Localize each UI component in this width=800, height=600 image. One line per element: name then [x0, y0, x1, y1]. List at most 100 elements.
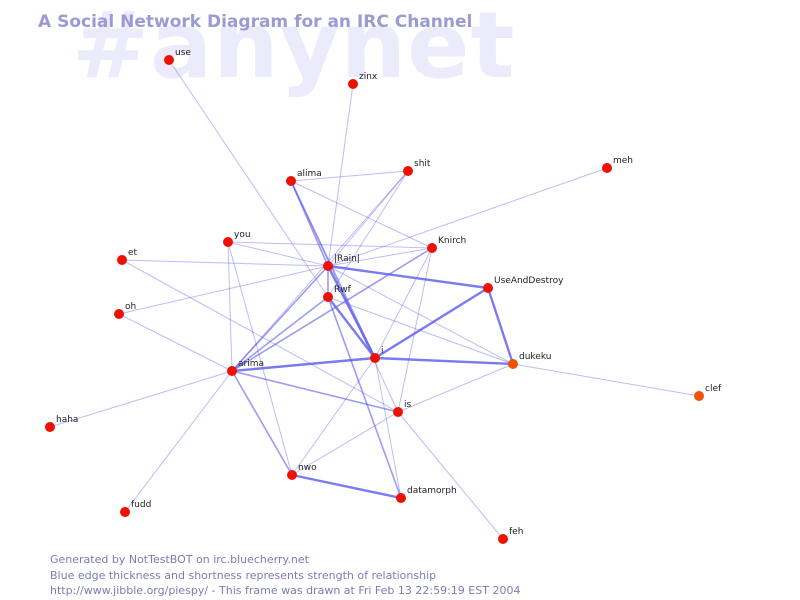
node-label: UseAndDestroy [494, 276, 564, 286]
node-dot [323, 292, 333, 302]
edge-i-datamorph [374, 357, 402, 499]
node-dot [286, 176, 296, 186]
edge-i-nwo [291, 357, 376, 476]
edge-nwo-datamorph [291, 473, 402, 500]
footer-legend-note: Blue edge thickness and shortness repres… [50, 569, 437, 582]
node-rwf: Rwf [323, 285, 352, 302]
edge-zinx-rain [327, 83, 354, 267]
edge-i-dukeku [374, 356, 514, 366]
edge-rain-useanddestroy [327, 264, 489, 290]
edge-dukeku-is [397, 363, 514, 413]
node-dot [227, 366, 237, 376]
node-dot [483, 283, 493, 293]
node-datamorph: datamorph [396, 486, 457, 503]
node-dot [508, 359, 518, 369]
edge-rwf-arima [231, 296, 329, 372]
node-i: i [370, 346, 384, 363]
node-knirch: Knirch [427, 236, 466, 253]
node-label: clef [705, 384, 722, 394]
node-dot [370, 353, 380, 363]
edge-you-rain [227, 241, 329, 267]
channel-watermark: #anynet [72, 0, 516, 99]
edge-shit-rain [327, 170, 409, 267]
diagram-title: A Social Network Diagram for an IRC Chan… [38, 12, 473, 32]
node-et: et [117, 248, 138, 265]
node-dot [393, 407, 403, 417]
node-dot [498, 534, 508, 544]
edge-i-arima [231, 356, 376, 373]
footer-generated-by: Generated by NotTestBOT on irc.bluecherr… [50, 553, 309, 566]
edge-you-arima [227, 241, 233, 372]
node-feh: feh [498, 527, 523, 544]
edge-is-nwo [291, 411, 399, 476]
node-dot [348, 79, 358, 89]
node-label: i [381, 346, 384, 356]
edge-is-feh [397, 411, 504, 540]
node-arima: arima [227, 359, 264, 376]
node-label: |Rain| [334, 254, 360, 264]
node-meh: meh [602, 156, 633, 173]
node-label: arima [238, 359, 264, 369]
node-dot [396, 493, 406, 503]
node-alima: alima [286, 169, 322, 186]
node-label: is [404, 400, 412, 410]
node-label: fudd [131, 500, 151, 510]
node-dot [114, 309, 124, 319]
node-label: Knirch [438, 236, 466, 246]
node-clef: clef [694, 384, 722, 401]
node-dot [287, 470, 297, 480]
node-label: Rwf [334, 285, 352, 295]
edge-useanddestroy-dukeku [486, 287, 515, 365]
edge-et-is [121, 259, 399, 413]
edge-use-rwf [168, 59, 329, 298]
edge-arima-is [231, 370, 399, 413]
node-dot [323, 261, 333, 271]
edge-you-knirch [227, 241, 433, 249]
node-label: you [234, 230, 251, 240]
node-label: nwo [298, 463, 317, 473]
edge-rwf-i [327, 296, 376, 359]
node-dot [45, 422, 55, 432]
node-haha: haha [45, 415, 78, 432]
node-label: datamorph [407, 486, 457, 496]
edge-oh-rain [118, 265, 329, 315]
node-rain: |Rain| [323, 254, 360, 271]
node-dukeku: dukeku [508, 352, 551, 369]
edge-rain-arima [231, 265, 329, 372]
node-use: use [164, 48, 191, 65]
node-dot [694, 391, 704, 401]
edges-layer [49, 59, 700, 540]
edge-knirch-rain [327, 247, 433, 267]
node-fudd: fudd [120, 500, 151, 517]
node-is: is [393, 400, 412, 417]
node-dot [403, 166, 413, 176]
edge-rain-i [326, 265, 377, 359]
node-label: oh [125, 302, 136, 312]
node-label: shit [414, 159, 431, 169]
node-label: et [128, 248, 138, 258]
edge-rwf-datamorph [327, 296, 402, 499]
edge-knirch-i [374, 247, 433, 359]
node-dot [117, 255, 127, 265]
node-useanddestroy: UseAndDestroy [483, 276, 564, 293]
edge-dukeku-clef [512, 363, 700, 397]
edge-et-rain [121, 259, 329, 267]
edge-knirch-is [397, 247, 433, 413]
node-dot [223, 237, 233, 247]
edge-oh-arima [118, 313, 233, 372]
edge-shit-rwf [327, 170, 409, 298]
node-dot [602, 163, 612, 173]
footer-timestamp: http://www.jibble.org/piespy/ - This fra… [50, 584, 521, 597]
node-zinx: zinx [348, 72, 378, 89]
edge-arima-nwo [231, 370, 293, 476]
edge-i-useanddestroy [374, 286, 489, 360]
edge-meh-rain [327, 167, 608, 267]
node-you: you [223, 230, 251, 247]
node-label: use [175, 48, 191, 58]
node-dot [164, 55, 174, 65]
edge-rain-dukeku [327, 265, 514, 365]
node-shit: shit [403, 159, 431, 176]
